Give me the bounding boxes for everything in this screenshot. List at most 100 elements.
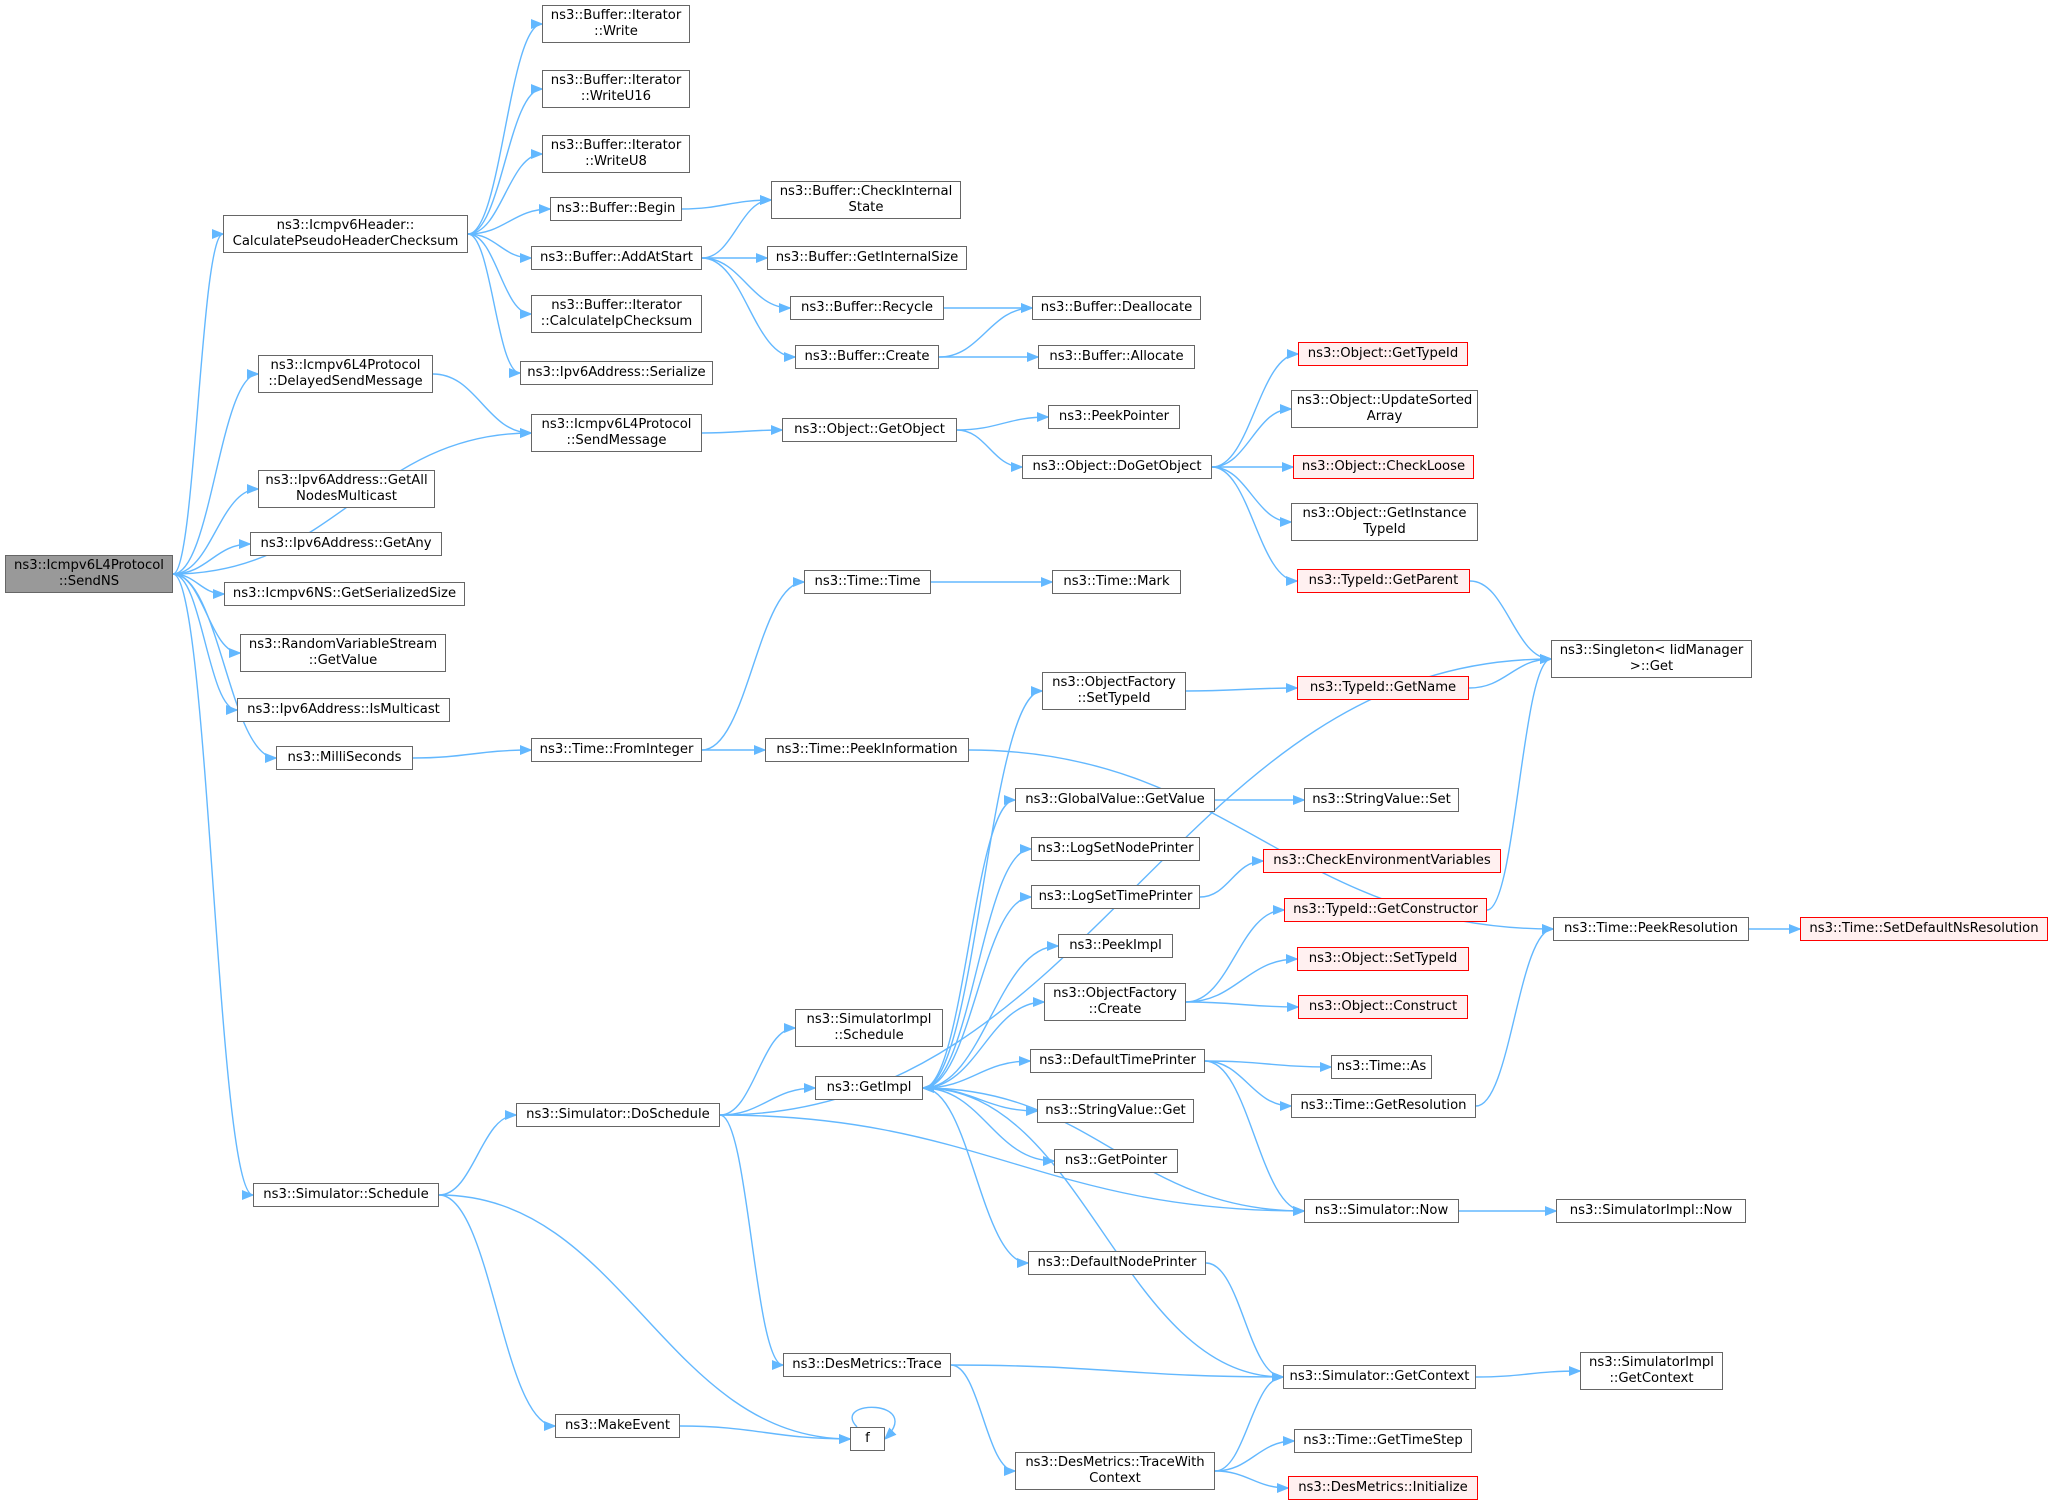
graph-node-dmtwc[interactable]: ns3::DesMetrics::TraceWith Context: [1015, 1452, 1215, 1490]
graph-node-ism[interactable]: ns3::Ipv6Address::IsMulticast: [237, 698, 450, 722]
graph-node-pp[interactable]: ns3::PeekPointer: [1048, 405, 1180, 429]
graph-node-sched[interactable]: ns3::Simulator::Schedule: [253, 1183, 439, 1207]
graph-node-odgo[interactable]: ns3::Object::DoGetObject: [1022, 455, 1212, 479]
graph-node-tsdn[interactable]: ns3::Time::SetDefaultNsResolution: [1800, 917, 2048, 941]
graph-node-pi[interactable]: ns3::PeekImpl: [1058, 934, 1173, 958]
graph-node-bw16[interactable]: ns3::Buffer::Iterator ::WriteU16: [542, 70, 690, 108]
edge-ms-to-tfi: [412, 750, 531, 759]
graph-node-sds[interactable]: ns3::Simulator::DoSchedule: [516, 1103, 720, 1127]
graph-node-tgr[interactable]: ns3::Time::GetResolution: [1291, 1094, 1476, 1118]
edge-sched-to-me: [438, 1194, 555, 1426]
graph-node-tgp[interactable]: ns3::TypeId::GetParent: [1297, 569, 1470, 593]
graph-node-ogo[interactable]: ns3::Object::GetObject: [782, 418, 957, 442]
graph-node-ogit[interactable]: ns3::Object::GetInstance TypeId: [1291, 503, 1478, 541]
edge-baas-to-brec: [701, 257, 790, 308]
graph-node-tgc[interactable]: ns3::TypeId::GetConstructor: [1284, 898, 1487, 922]
graph-node-root[interactable]: ns3::Icmpv6L4Protocol ::SendNS: [5, 555, 173, 593]
graph-node-dsm[interactable]: ns3::Icmpv6L4Protocol ::DelayedSendMessa…: [258, 355, 433, 393]
graph-node-dnp[interactable]: ns3::DefaultNodePrinter: [1028, 1251, 1206, 1275]
graph-node-ball[interactable]: ns3::Buffer::Allocate: [1038, 345, 1195, 369]
graph-node-tt[interactable]: ns3::Time::Time: [804, 570, 931, 594]
edge-odgo-to-ogit: [1211, 466, 1291, 522]
edge-me-to-f: [679, 1425, 850, 1439]
edge-dsm-to-sm: [432, 373, 531, 433]
graph-node-tpr[interactable]: ns3::Time::PeekResolution: [1553, 917, 1749, 941]
graph-node-gany[interactable]: ns3::Ipv6Address::GetAny: [250, 532, 442, 556]
graph-node-sgc[interactable]: ns3::Simulator::GetContext: [1283, 1365, 1476, 1389]
edge-odgo-to-ousa: [1211, 409, 1291, 468]
graph-node-svg[interactable]: ns3::StringValue::Get: [1037, 1099, 1194, 1123]
edge-cphc-to-bw8: [467, 154, 543, 235]
edge-sgc-to-sigc: [1475, 1371, 1580, 1378]
graph-node-sis[interactable]: ns3::SimulatorImpl ::Schedule: [795, 1009, 943, 1047]
graph-node-lsnp[interactable]: ns3::LogSetNodePrinter: [1031, 837, 1200, 861]
graph-node-cphc[interactable]: ns3::Icmpv6Header:: CalculatePseudoHeade…: [223, 215, 468, 253]
graph-node-ogti[interactable]: ns3::Object::GetTypeId: [1298, 342, 1468, 366]
graph-node-bcr[interactable]: ns3::Buffer::Create: [795, 345, 939, 369]
edge-dtp-to-tgr: [1204, 1060, 1291, 1106]
graph-node-svs[interactable]: ns3::StringValue::Set: [1304, 788, 1459, 812]
graph-node-ofst[interactable]: ns3::ObjectFactory ::SetTypeId: [1042, 672, 1186, 710]
graph-node-bcis[interactable]: ns3::Buffer::CheckInternal State: [771, 181, 961, 219]
edge-root-to-ms: [172, 573, 277, 758]
edge-dtp-to-snow: [1204, 1060, 1304, 1211]
graph-node-bb[interactable]: ns3::Buffer::Begin: [550, 197, 682, 221]
graph-node-ousa[interactable]: ns3::Object::UpdateSorted Array: [1291, 390, 1478, 428]
edge-cphc-to-ias: [467, 233, 521, 373]
graph-node-sm[interactable]: ns3::Icmpv6L4Protocol ::SendMessage: [531, 414, 702, 452]
edge-root-to-cphc: [172, 234, 224, 575]
graph-node-tm[interactable]: ns3::Time::Mark: [1052, 570, 1181, 594]
edge-sgc-to-gi: [923, 1088, 1284, 1378]
graph-node-tgts[interactable]: ns3::Time::GetTimeStep: [1294, 1429, 1472, 1453]
edge-cphc-to-bw: [467, 24, 543, 235]
graph-node-ofc[interactable]: ns3::ObjectFactory ::Create: [1044, 983, 1186, 1021]
graph-node-ias[interactable]: ns3::Ipv6Address::Serialize: [520, 361, 713, 385]
graph-node-gi[interactable]: ns3::GetImpl: [815, 1076, 923, 1100]
graph-node-f[interactable]: f: [850, 1427, 885, 1451]
edge-root-to-gan: [172, 489, 258, 575]
graph-node-ocl[interactable]: ns3::Object::CheckLoose: [1293, 455, 1474, 479]
graph-node-bw8[interactable]: ns3::Buffer::Iterator ::WriteU8: [542, 135, 690, 173]
graph-node-me[interactable]: ns3::MakeEvent: [555, 1414, 680, 1438]
edge-ofc-to-oc: [1185, 1001, 1298, 1007]
graph-node-cev[interactable]: ns3::CheckEnvironmentVariables: [1263, 849, 1501, 873]
edge-gi-to-ofst: [922, 691, 1043, 1089]
graph-node-gss[interactable]: ns3::Icmpv6NS::GetSerializedSize: [224, 582, 465, 606]
graph-node-dmi[interactable]: ns3::DesMetrics::Initialize: [1288, 1476, 1478, 1500]
edge-dmtwc-to-tgts: [1214, 1441, 1294, 1472]
graph-node-snow[interactable]: ns3::Simulator::Now: [1304, 1199, 1459, 1223]
edge-gi-to-lstp: [922, 897, 1031, 1089]
graph-node-brec[interactable]: ns3::Buffer::Recycle: [790, 296, 944, 320]
graph-node-lstp[interactable]: ns3::LogSetTimePrinter: [1031, 885, 1200, 909]
edge-cphc-to-bb: [467, 209, 550, 235]
edge-ofc-to-tgc: [1185, 910, 1284, 1003]
graph-node-dtp[interactable]: ns3::DefaultTimePrinter: [1030, 1049, 1205, 1073]
graph-node-bdea[interactable]: ns3::Buffer::Deallocate: [1032, 296, 1201, 320]
graph-node-tgn[interactable]: ns3::TypeId::GetName: [1297, 676, 1469, 700]
graph-node-sing[interactable]: ns3::Singleton< IidManager >::Get: [1551, 640, 1752, 678]
graph-node-tas[interactable]: ns3::Time::As: [1331, 1055, 1432, 1079]
graph-node-baas[interactable]: ns3::Buffer::AddAtStart: [531, 246, 702, 270]
graph-node-ost[interactable]: ns3::Object::SetTypeId: [1297, 947, 1469, 971]
graph-node-bw[interactable]: ns3::Buffer::Iterator ::Write: [542, 5, 690, 43]
graph-node-sinow[interactable]: ns3::SimulatorImpl::Now: [1556, 1199, 1746, 1223]
graph-node-gan[interactable]: ns3::Ipv6Address::GetAll NodesMulticast: [258, 470, 435, 508]
graph-node-bgis[interactable]: ns3::Buffer::GetInternalSize: [767, 246, 967, 270]
edge-dmt-to-sgc: [950, 1364, 1283, 1377]
graph-node-tfi[interactable]: ns3::Time::FromInteger: [531, 738, 702, 762]
graph-node-tpi[interactable]: ns3::Time::PeekInformation: [765, 738, 969, 762]
graph-node-gp[interactable]: ns3::GetPointer: [1054, 1149, 1178, 1173]
edge-ogo-to-odgo: [956, 429, 1022, 467]
edge-odgo-to-ogti: [1211, 354, 1299, 468]
edge-sched-to-sds: [438, 1115, 517, 1196]
graph-node-rvs[interactable]: ns3::RandomVariableStream ::GetValue: [240, 634, 446, 672]
graph-node-sigc[interactable]: ns3::SimulatorImpl ::GetContext: [1580, 1352, 1723, 1390]
graph-node-dmt[interactable]: ns3::DesMetrics::Trace: [783, 1353, 951, 1377]
graph-node-oc[interactable]: ns3::Object::Construct: [1298, 995, 1468, 1019]
graph-node-ggv[interactable]: ns3::GlobalValue::GetValue: [1015, 788, 1215, 812]
edge-sm-to-ogo: [701, 430, 782, 433]
graph-node-bcic[interactable]: ns3::Buffer::Iterator ::CalculateIpCheck…: [531, 295, 702, 333]
edge-dtp-to-tas: [1204, 1060, 1331, 1067]
edge-dnp-to-sgc: [1205, 1262, 1284, 1377]
graph-node-ms[interactable]: ns3::MilliSeconds: [276, 746, 413, 770]
